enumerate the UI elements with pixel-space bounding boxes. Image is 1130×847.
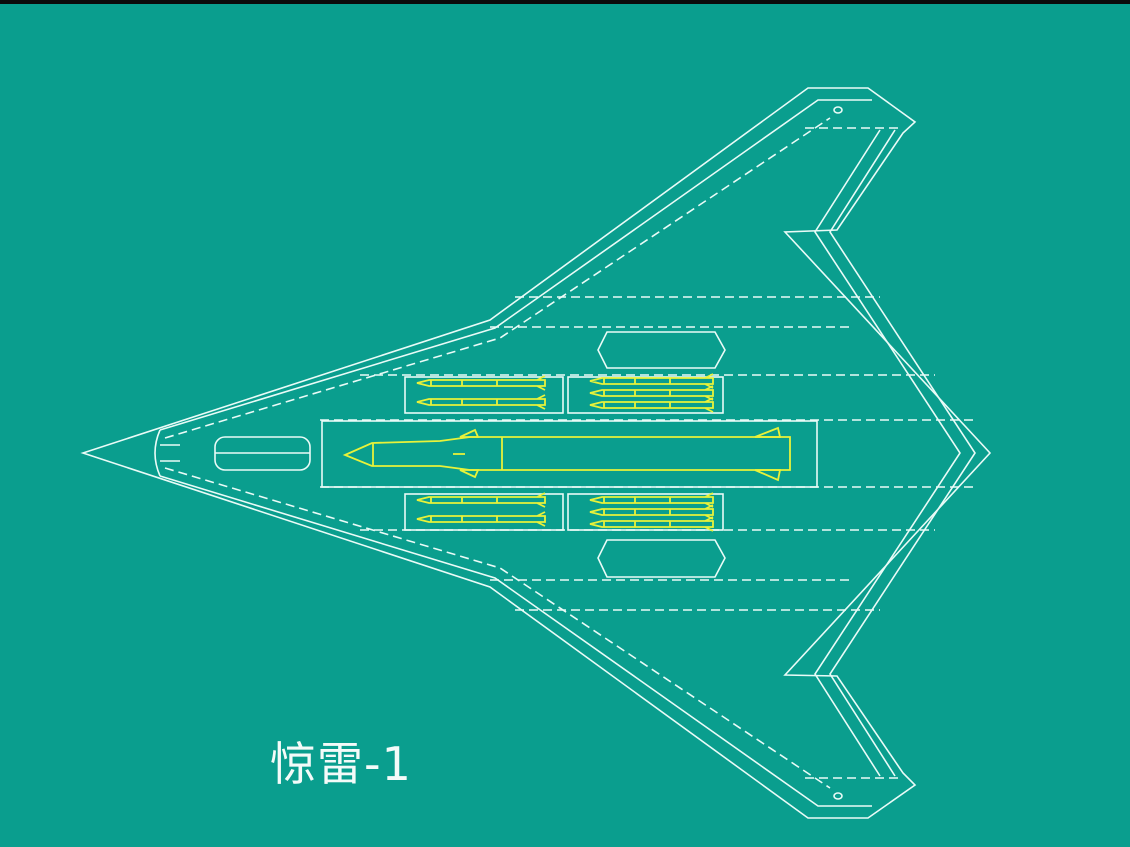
cruise-missile (342, 426, 791, 482)
missile (416, 394, 546, 410)
missile (589, 397, 714, 413)
missile (589, 516, 714, 532)
structure-lines (320, 106, 978, 800)
missile (589, 492, 714, 508)
missile (416, 511, 546, 527)
missile (589, 504, 714, 520)
missile (589, 373, 714, 389)
airframe-outline (80, 87, 992, 819)
missile (416, 492, 546, 508)
air-to-air-missiles (416, 373, 714, 532)
weapon-bays (321, 331, 818, 578)
top-border (0, 0, 1130, 4)
aircraft-name-label: 惊雷-1 (270, 737, 412, 791)
missile (589, 385, 714, 401)
missile (416, 375, 546, 391)
